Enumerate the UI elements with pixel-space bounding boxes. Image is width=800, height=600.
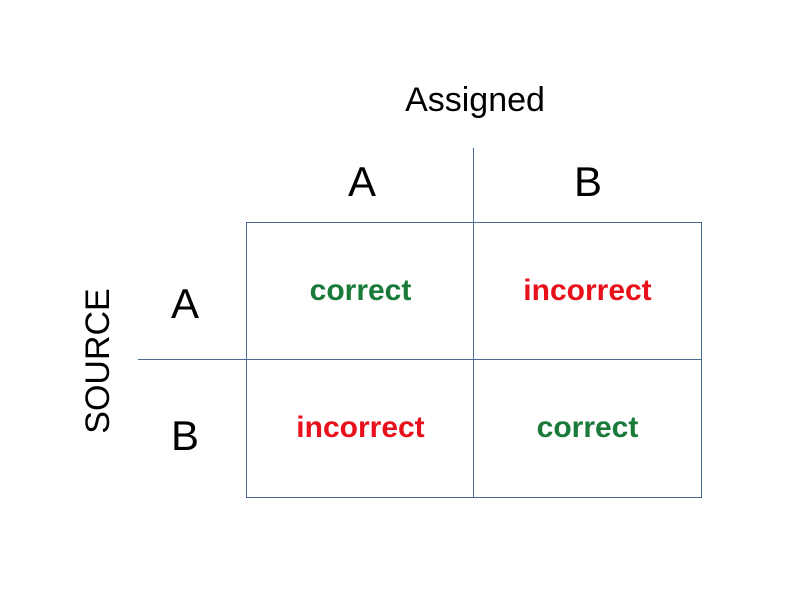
- grid-top-border: [246, 222, 702, 223]
- row-header-a: A: [170, 280, 199, 327]
- grid-vertical-divider: [473, 148, 474, 498]
- row-axis-title: SOURCE: [79, 288, 117, 434]
- cell-label: correct: [536, 411, 639, 444]
- cell-label: correct: [309, 274, 412, 307]
- column-header-a: A: [347, 158, 376, 205]
- cell-source-a-assigned-a: correct: [247, 223, 474, 359]
- column-axis-title: Assigned: [405, 81, 545, 119]
- row-header-b: B: [170, 412, 199, 459]
- grid-left-border: [246, 222, 247, 498]
- cell-source-b-assigned-b: correct: [474, 360, 701, 496]
- column-header-b: B: [573, 158, 602, 205]
- cell-source-a-assigned-b: incorrect: [474, 223, 701, 359]
- cell-label: incorrect: [523, 274, 652, 307]
- grid-right-border: [701, 222, 702, 498]
- grid-bottom-border: [246, 497, 702, 498]
- grid-horizontal-divider: [138, 359, 702, 360]
- cell-label: incorrect: [296, 411, 425, 444]
- cell-source-b-assigned-a: incorrect: [247, 360, 474, 496]
